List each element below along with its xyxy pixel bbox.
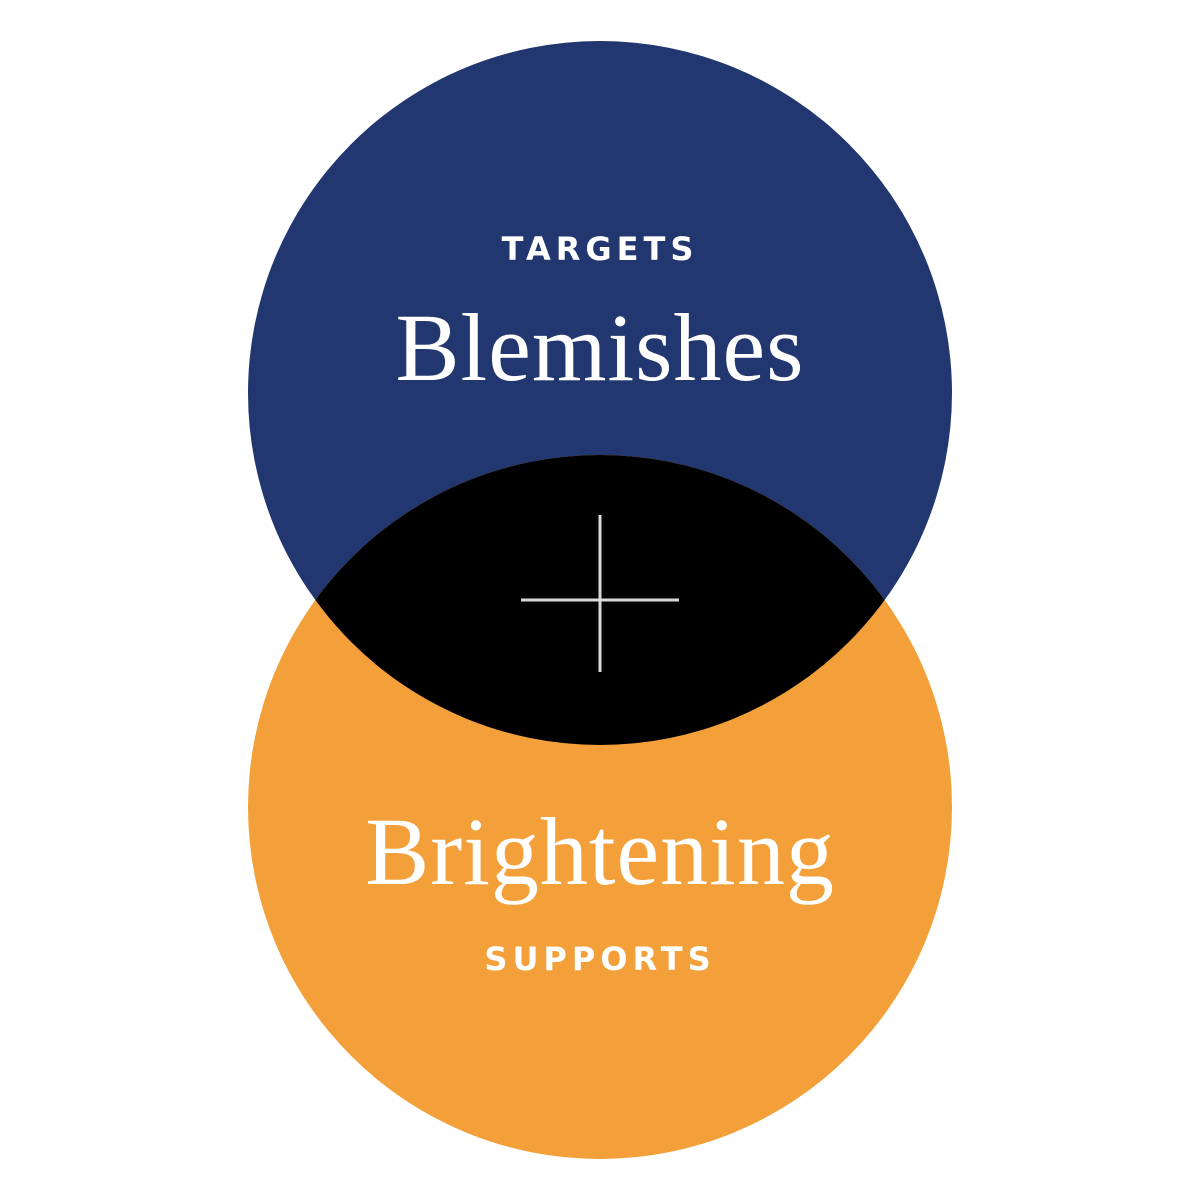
top-headline: Blemishes (395, 294, 805, 401)
plus-icon (521, 515, 679, 672)
overlap-region (248, 455, 952, 745)
bottom-headline: Brightening (365, 798, 835, 905)
bottom-eyebrow-label: SUPPORTS (484, 940, 716, 978)
top-eyebrow-label: TARGETS (501, 230, 699, 268)
